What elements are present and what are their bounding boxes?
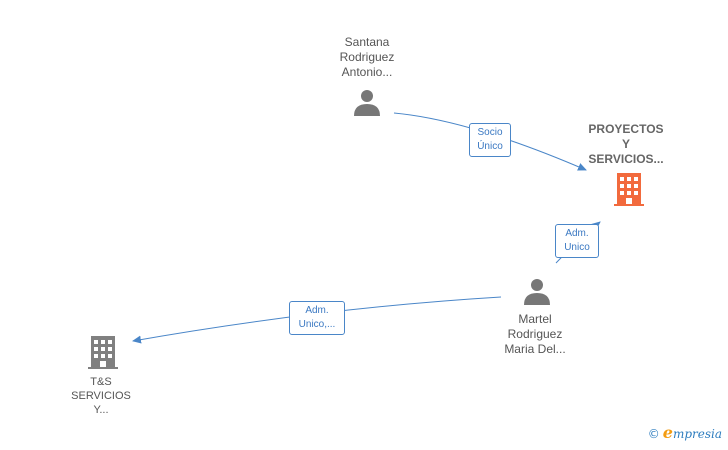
node-label-line: T&S [90,376,112,388]
edge-label-line: Adm. [305,305,329,316]
edge-label-line: Socio [477,127,503,138]
edge-label-socio-unico[interactable]: Socio Único [469,123,511,157]
node-label-line: Rodriguez [339,50,395,64]
node-label-line: SERVICIOS [71,390,131,402]
empresia-logo-text: mpresia [672,427,722,441]
node-label-ts[interactable]: T&S SERVICIOS Y... [59,375,143,417]
person-icon[interactable] [354,90,380,116]
edge-label-line: Unico [564,242,590,253]
node-label-line: Martel [518,312,552,326]
copyright-symbol: © [647,427,660,441]
node-label-line: Maria Del... [504,342,566,356]
edge-label-adm-unico-2[interactable]: Adm. Unico,... [289,301,345,335]
node-label-martel[interactable]: Martel Rodriguez Maria Del... [489,312,581,357]
edge-label-line: Unico,... [298,319,336,330]
person-icon[interactable] [524,279,550,305]
node-label-line: SERVICIOS... [588,152,664,166]
node-label-santana[interactable]: Santana Rodriguez Antonio... [323,35,411,80]
node-label-line: PROYECTOS [588,122,664,136]
edge-label-line: Adm. [565,228,589,239]
empresia-logo-e: e [662,423,673,442]
building-icon[interactable] [614,173,644,206]
node-label-line: Antonio... [341,65,393,79]
edge-label-adm-unico[interactable]: Adm. Unico [555,224,599,258]
node-label-line: Santana [344,35,390,49]
node-label-line: Y... [93,404,109,416]
empresia-watermark: ©empresia [648,423,722,442]
node-label-line: Rodriguez [507,327,563,341]
node-label-proyectos[interactable]: PROYECTOS Y SERVICIOS... [576,122,676,167]
building-icon[interactable] [88,336,118,369]
node-label-line: Y [621,137,630,151]
edge-label-line: Único [477,141,503,152]
